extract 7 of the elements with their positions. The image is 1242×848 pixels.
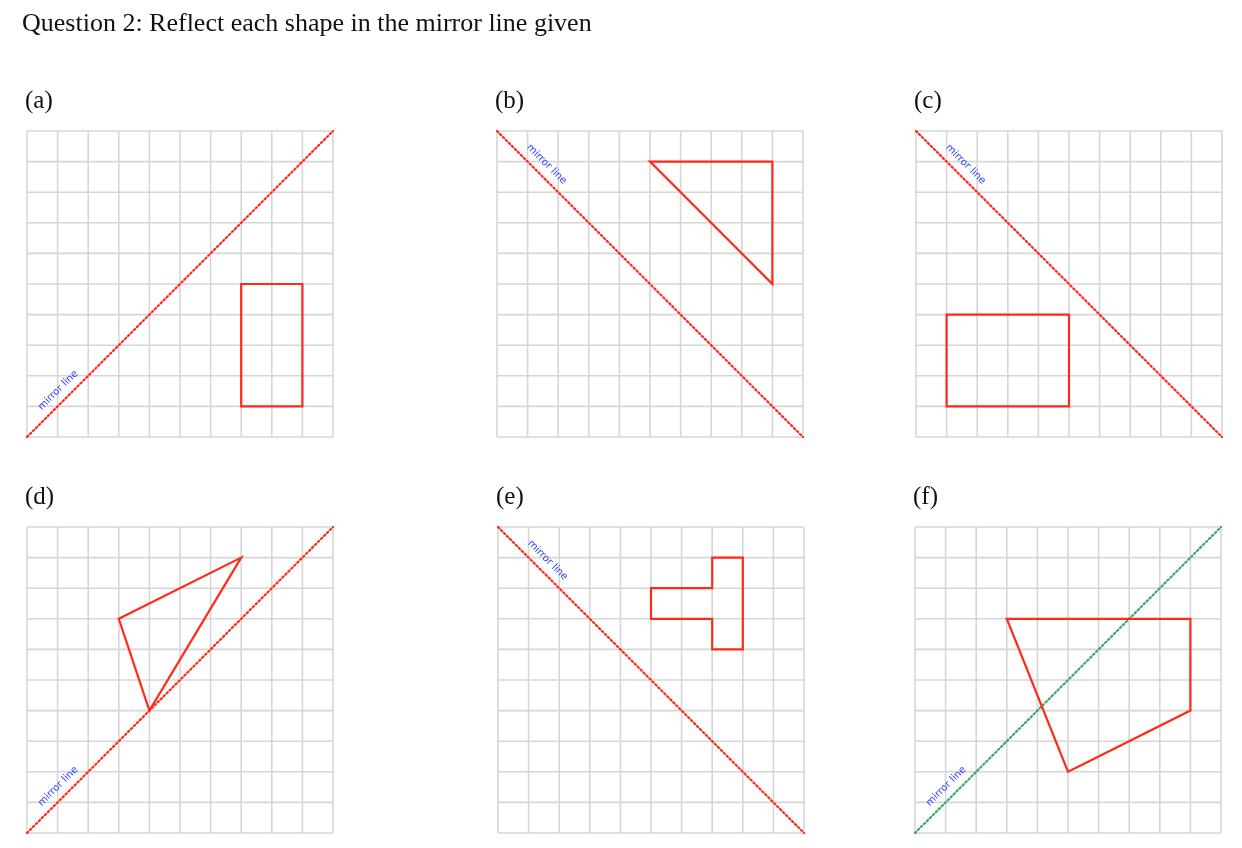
part-label: (d) bbox=[25, 481, 55, 511]
part-label: (a) bbox=[25, 85, 53, 115]
part-label: (b) bbox=[495, 85, 525, 115]
part-label: (e) bbox=[496, 481, 524, 511]
question-heading: Question 2: Reflect each shape in the mirror line given bbox=[22, 8, 592, 38]
part-label: (f) bbox=[913, 481, 938, 511]
part-label: (c) bbox=[914, 85, 942, 115]
